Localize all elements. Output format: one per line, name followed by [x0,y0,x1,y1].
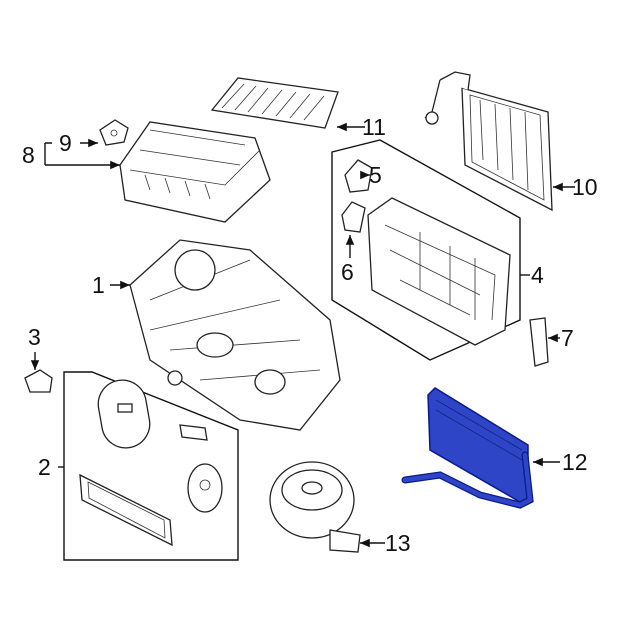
part-7-seal[interactable] [529,317,549,367]
part-3-sensor[interactable] [24,369,53,393]
part-1-hvac-case[interactable] [129,239,341,431]
callout-3: 3 [28,324,41,350]
callout-11: 11 [362,114,386,140]
group-box-2 [63,371,239,561]
callout-6: 6 [341,259,354,285]
group-box-4 [331,139,521,361]
callout-8: 8 [22,142,35,168]
leader-lines [30,122,575,548]
callout-5: 5 [369,162,382,188]
callout-1: 1 [92,272,105,298]
part-2-kit[interactable] [79,376,223,547]
callout-12: 12 [562,449,588,475]
part-8-upper-housing[interactable] [119,121,271,223]
callout-13: 13 [385,530,411,556]
callout-2: 2 [38,454,51,480]
part-9-actuator[interactable] [99,119,129,146]
part-4-housing[interactable] [367,197,511,346]
callout-7: 7 [561,325,574,351]
part-6-actuator[interactable] [341,201,366,233]
part-5-actuator[interactable] [344,159,373,193]
callout-9: 9 [59,130,72,156]
part-11-cabin-filter[interactable] [210,77,339,129]
callout-10: 10 [572,174,598,200]
part-13-blower-motor[interactable] [269,461,361,553]
callout-4: 4 [531,262,544,288]
part-12-heater-core[interactable] [401,387,534,509]
part-10-evaporator[interactable] [424,71,553,212]
